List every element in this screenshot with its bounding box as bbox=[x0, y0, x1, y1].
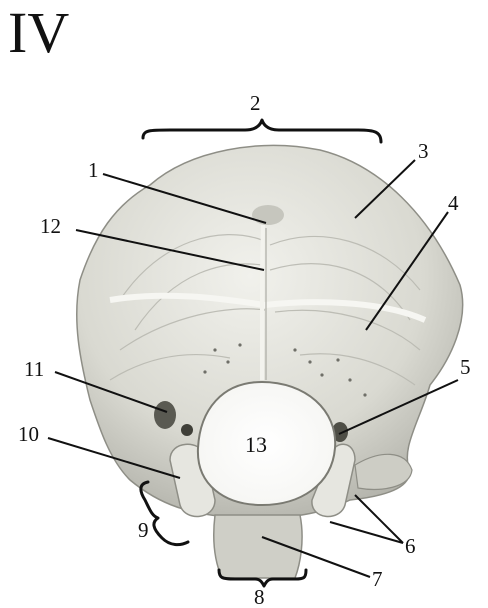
label-5: 5 bbox=[460, 355, 471, 379]
label-4: 4 bbox=[448, 191, 459, 215]
label-7: 7 bbox=[372, 567, 383, 591]
label-6: 6 bbox=[405, 534, 416, 558]
condylar-fossa bbox=[154, 401, 176, 429]
label-2: 2 bbox=[250, 91, 261, 115]
label-11: 11 bbox=[24, 357, 44, 381]
label-10: 10 bbox=[18, 422, 39, 446]
label-3: 3 bbox=[418, 139, 429, 163]
external-occipital-crest bbox=[262, 225, 263, 380]
label-1: 1 bbox=[88, 158, 99, 182]
external-occipital-protuberance bbox=[252, 205, 284, 225]
label-9: 9 bbox=[138, 518, 149, 542]
label-12: 12 bbox=[40, 214, 61, 238]
label-8: 8 bbox=[254, 585, 265, 608]
brace-2 bbox=[143, 120, 381, 142]
label-13: 13 bbox=[245, 432, 267, 457]
